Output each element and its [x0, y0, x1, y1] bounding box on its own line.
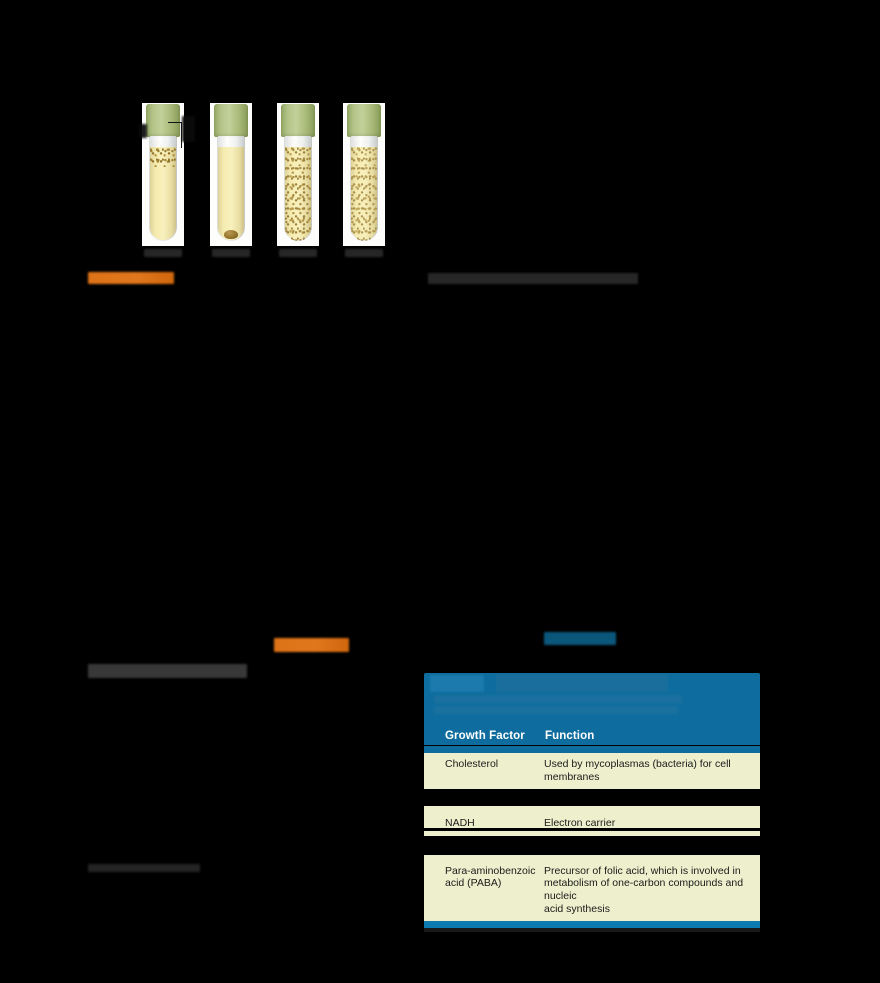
test-tube-4 [343, 103, 385, 257]
table-header-row: Growth Factor Function [424, 719, 760, 753]
table-title-band [424, 673, 760, 719]
bottom-left-text-bar [88, 864, 200, 872]
table-foot-shadow [424, 928, 760, 933]
row-occlusion-band [424, 789, 760, 807]
tube-neck [285, 136, 311, 147]
tube-growth-gradient [285, 140, 311, 241]
callout-leader-line [168, 122, 182, 123]
table-header-cell-factor: Growth Factor [424, 726, 544, 744]
mid-left-heading [274, 638, 349, 652]
lower-left-text-bar [88, 664, 247, 678]
cell-growth-factor-line1: Para-aminobenzoic [445, 864, 536, 877]
tube-cap-icon [281, 104, 315, 137]
tube-growth-pellet [224, 230, 238, 239]
mid-right-heading [544, 632, 616, 645]
growth-factors-table: Growth Factor Function Cholesterol Used … [424, 673, 760, 933]
spacer-cell-b [544, 806, 760, 814]
table-row-spacer [424, 854, 760, 864]
cell-function: Electron carrier [544, 817, 616, 830]
cell-function-line2: metabolism of one-carbon compounds and n… [544, 877, 744, 902]
tube-broth [218, 131, 244, 240]
test-tube-3 [277, 103, 319, 257]
cell-growth-factor: Para-aminobenzoic acid (PABA) [424, 865, 544, 915]
tube-neck [218, 136, 244, 147]
table-subtitle-line-2 [434, 706, 678, 714]
spacer-cell-b [544, 855, 760, 864]
tube-4-caption [345, 249, 383, 257]
cell-function: Precursor of folic acid, which is involv… [544, 865, 760, 915]
tube-growth-even [351, 140, 377, 241]
table-title [496, 674, 668, 692]
cell-growth-factor-line2: acid (PABA) [445, 877, 502, 890]
row-divider-band [424, 828, 760, 831]
table-header-cell-function: Function [544, 726, 760, 744]
figure-caption [88, 272, 174, 284]
cell-function: Used by mycoplasmas (bacteria) for cell … [544, 758, 731, 783]
cell-growth-factor: NADH [445, 817, 475, 830]
row-occlusion-band [424, 835, 760, 855]
cell-growth-factor: Cholesterol [445, 758, 499, 770]
test-tube-1 [142, 103, 184, 257]
cell-function-line3: acid synthesis [544, 902, 610, 915]
test-tube-figure [140, 103, 390, 257]
callout-secondary-label [139, 124, 147, 138]
test-tube-2 [210, 103, 252, 257]
callout-label-text [182, 116, 195, 142]
tube-neck [150, 136, 176, 147]
spacer-cell-a [424, 855, 544, 864]
tube-cap-icon [214, 104, 248, 137]
cell-function-line1: Precursor of folic acid, which is involv… [544, 864, 741, 877]
right-column-caption [428, 273, 638, 284]
table-row-spacer [424, 806, 760, 815]
tube-1-caption [144, 249, 182, 257]
table-bottom-bar [424, 921, 760, 929]
table-row: Cholesterol Used by mycoplasmas (bacteri… [424, 755, 760, 787]
table-row [424, 753, 760, 755]
spacer-cell-a [424, 806, 544, 814]
row-divider-band [424, 745, 760, 746]
table-subtitle-line-1 [434, 695, 682, 703]
table-row [424, 832, 760, 836]
callout-leader-elbow [181, 122, 182, 148]
table-row [424, 786, 760, 790]
tube-3-caption [279, 249, 317, 257]
tube-2-caption [212, 249, 250, 257]
tube-neck [351, 136, 377, 147]
tube-cap-icon [347, 104, 381, 137]
column-header-growth-factor: Growth Factor [445, 730, 525, 742]
table-number-badge [430, 675, 484, 692]
table-row: Para-aminobenzoic acid (PABA) Precursor … [424, 863, 760, 922]
column-header-function: Function [545, 730, 595, 742]
tube-cap-icon [146, 104, 180, 137]
